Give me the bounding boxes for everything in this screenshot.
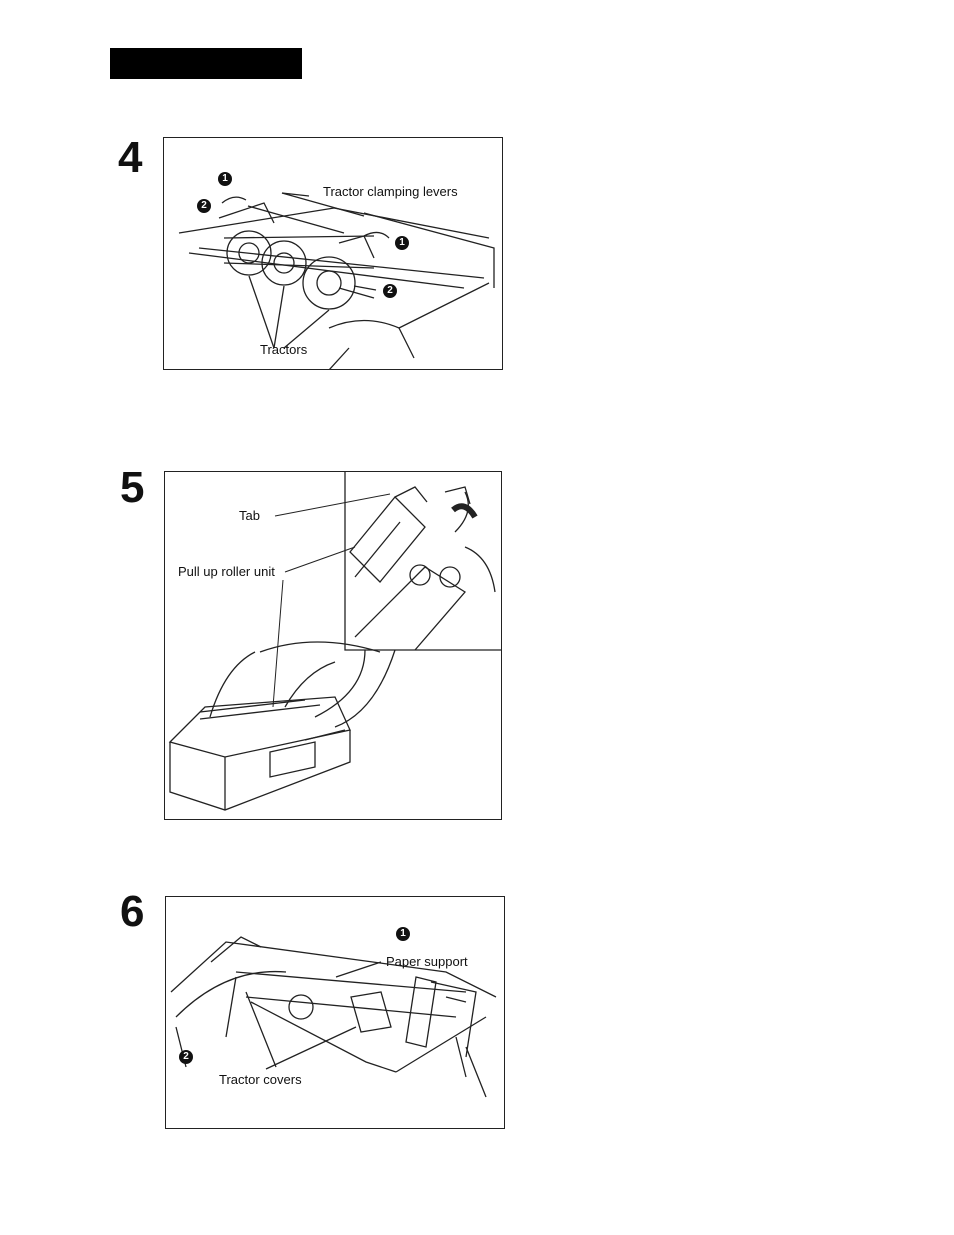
tractor-clamping-levers-label: Tractor clamping levers: [323, 185, 458, 199]
step-6-illustration: 1 2 Paper support Tractor covers: [165, 896, 505, 1129]
step-4-number: 4: [118, 136, 142, 180]
step-5-number: 5: [120, 466, 144, 510]
callout-1-marker: 1: [218, 172, 232, 186]
step-6-number: 6: [120, 890, 144, 934]
callout-2-marker: 2: [179, 1050, 193, 1064]
callout-1-marker: 1: [395, 236, 409, 250]
tractor-illustration: [164, 138, 503, 370]
paper-support-illustration: [166, 897, 505, 1129]
callout-leader-lines: [165, 472, 502, 820]
tractors-label: Tractors: [260, 343, 307, 357]
section-header-bar: [110, 48, 302, 79]
step-5-illustration: Tab Pull up roller unit: [164, 471, 502, 820]
callout-1-marker: 1: [396, 927, 410, 941]
step-4-illustration: 1 2 1 2 Tractor clamping levers Tractors: [163, 137, 503, 370]
paper-support-label: Paper support: [386, 955, 468, 969]
callout-2-marker: 2: [383, 284, 397, 298]
callout-2-marker: 2: [197, 199, 211, 213]
tractor-covers-label: Tractor covers: [219, 1073, 302, 1087]
